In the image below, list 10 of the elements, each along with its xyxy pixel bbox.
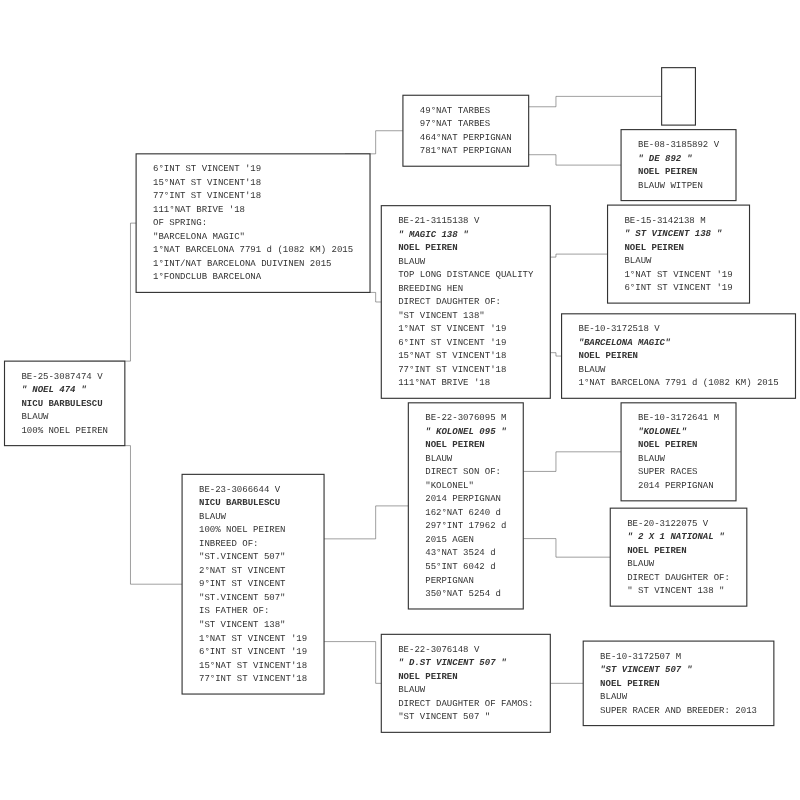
connector	[323, 641, 382, 684]
connector	[523, 451, 622, 472]
connector	[528, 96, 662, 108]
connector	[528, 154, 622, 166]
connector	[550, 683, 584, 684]
connector	[550, 253, 608, 258]
connector	[523, 538, 611, 558]
node-box	[661, 67, 696, 126]
connector	[550, 352, 562, 357]
connector	[323, 505, 409, 540]
